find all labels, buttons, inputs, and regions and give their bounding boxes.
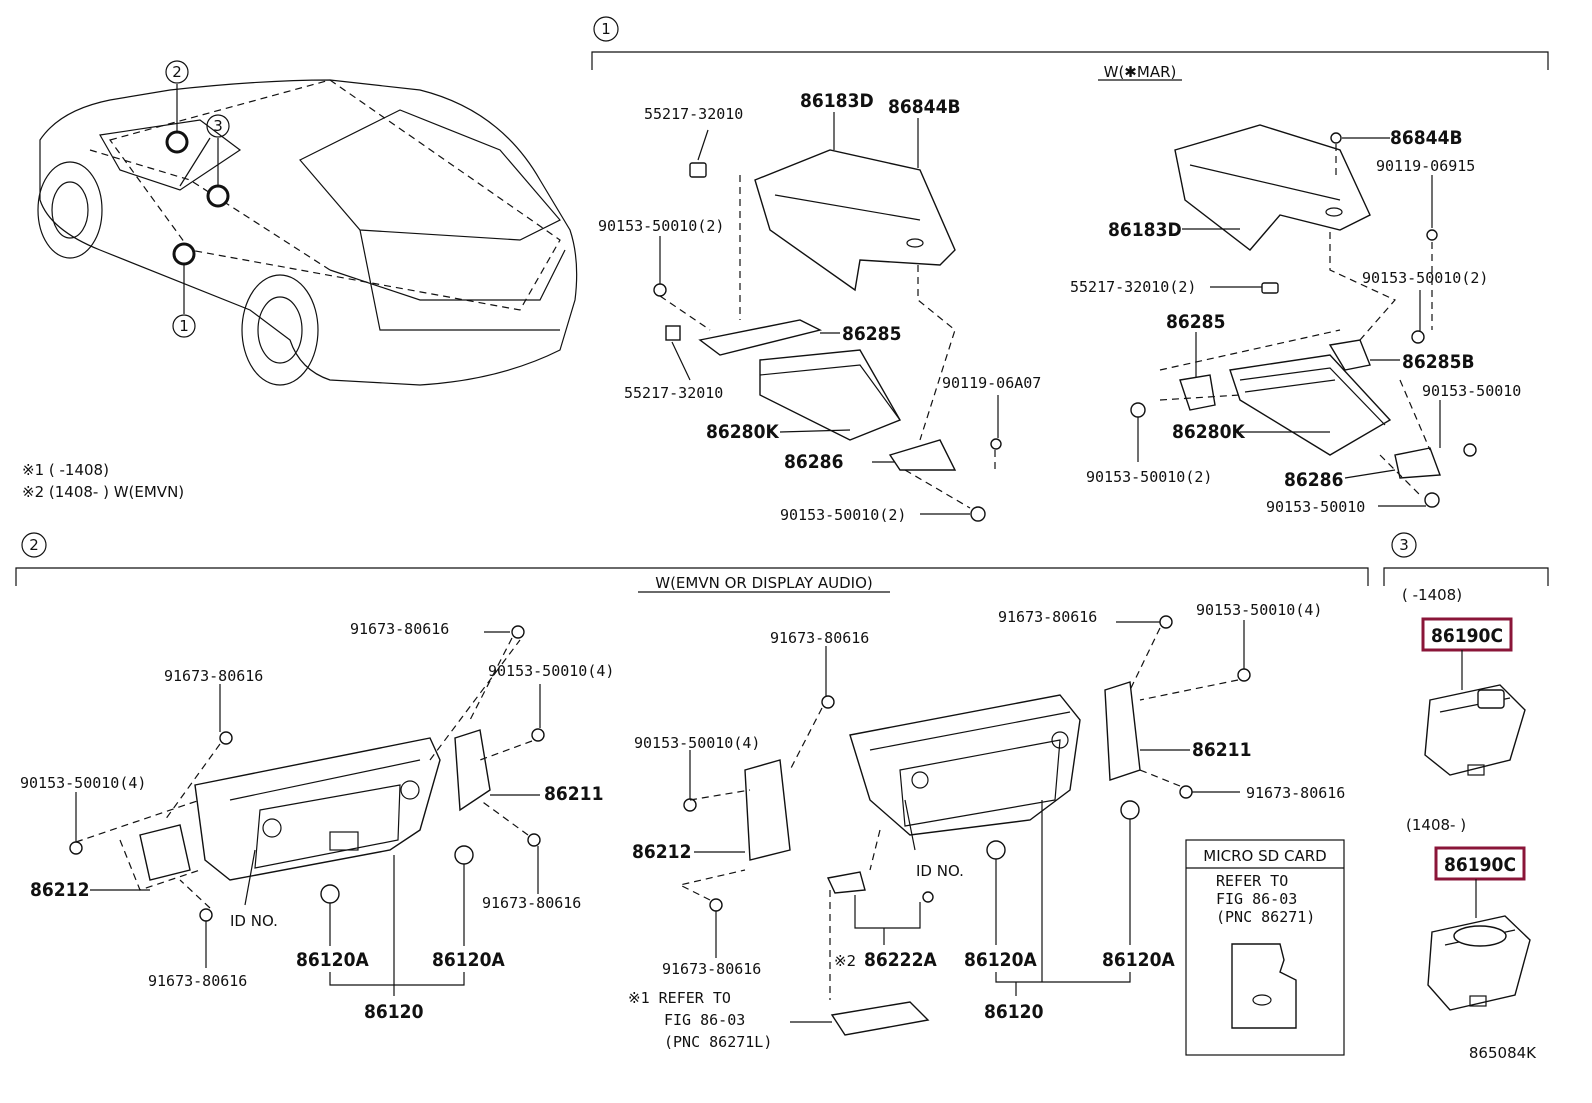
label-90153-50010-2-b: 90153-50010(2) [780, 506, 906, 524]
label-90153-50010-4-l1: 90153-50010(4) [488, 662, 614, 680]
label-86120-m: 86120 [984, 1001, 1044, 1023]
section-1-header: 1 W(✱MAR) [591, 16, 1549, 81]
label-86183d-a: 86183D [800, 90, 874, 112]
section-3-part-1-box: 86190C [1421, 617, 1513, 652]
section-3-part-1 [1424, 650, 1526, 776]
refer-note-line-3: (PNC 86271L) [664, 1033, 772, 1051]
section-3-range-1: ( -1408) [1402, 586, 1462, 604]
overview-marker-1: 1 [172, 314, 196, 338]
micro-sd-line-2: FIG 86-03 [1216, 890, 1297, 908]
svg-text:1: 1 [601, 20, 611, 38]
label-90153-50010-2-d: 90153-50010(2) [1086, 468, 1212, 486]
section-1-condition: W(✱MAR) [1104, 63, 1177, 81]
label-90153-50010-4-m2: 90153-50010(4) [1196, 601, 1322, 619]
label-90153-50010-4-l2: 90153-50010(4) [20, 774, 146, 792]
label-86120-l: 86120 [364, 1001, 424, 1023]
section-2-left-unit [69, 625, 545, 996]
label-90119-06915: 90119-06915 [1376, 157, 1475, 175]
overview-marker-2: 2 [165, 60, 189, 84]
label-86120a-m1: 86120A [964, 949, 1037, 971]
label-91673-80616-m4: 91673-80616 [662, 960, 761, 978]
label-91673-80616-l1: 91673-80616 [350, 620, 449, 638]
label-86280k-b: 86280K [1172, 421, 1245, 443]
label-id-no-m: ID NO. [916, 862, 964, 880]
note-2: ※2 (1408- ) W(EMVN) [22, 483, 184, 501]
label-86285b: 86285B [1402, 351, 1475, 373]
label-86285-a: 86285 [842, 323, 901, 345]
label-86222a: 86222A [864, 949, 937, 971]
micro-sd-title: MICRO SD CARD [1203, 847, 1326, 865]
car-overview [37, 79, 578, 386]
label-91673-80616-l3: 91673-80616 [482, 894, 581, 912]
svg-text:2: 2 [29, 536, 39, 554]
label-86211-l: 86211 [544, 783, 603, 805]
label-55217-32010-2: 55217-32010(2) [1070, 278, 1196, 296]
label-86120a-m2: 86120A [1102, 949, 1175, 971]
section-1-left-group [653, 112, 1002, 522]
section-2-condition: W(EMVN OR DISPLAY AUDIO) [655, 574, 873, 592]
label-86183d-b: 86183D [1108, 219, 1182, 241]
label-91673-80616-l2: 91673-80616 [164, 667, 263, 685]
label-90153-50010-a: 90153-50010 [1422, 382, 1521, 400]
svg-text:2: 2 [172, 63, 182, 81]
label-note-2-mark: ※2 [834, 952, 856, 970]
figure-id: 865084K [1469, 1044, 1537, 1062]
label-91673-80616-m2: 91673-80616 [998, 608, 1097, 626]
label-86286-b: 86286 [1284, 469, 1343, 491]
micro-sd-card-box: MICRO SD CARD REFER TO FIG 86-03 (PNC 86… [1185, 839, 1345, 1056]
label-90153-50010-4-m1: 90153-50010(4) [634, 734, 760, 752]
refer-note-line-1: ※1 REFER TO [628, 989, 731, 1007]
label-86285-b: 86285 [1166, 311, 1225, 333]
label-91673-80616-m1: 91673-80616 [770, 629, 869, 647]
label-91673-80616-l4: 91673-80616 [148, 972, 247, 990]
card-logo-icon [1252, 994, 1272, 1006]
label-90153-50010-b: 90153-50010 [1266, 498, 1365, 516]
label-86212-m: 86212 [632, 841, 691, 863]
label-86280k-a: 86280K [706, 421, 779, 443]
svg-text:3: 3 [213, 117, 223, 135]
label-86120a-l1: 86120A [296, 949, 369, 971]
label-86844b-b: 86844B [1390, 127, 1463, 149]
label-90153-50010-2-a: 90153-50010(2) [598, 217, 724, 235]
label-55217-32010-a: 55217-32010 [644, 105, 743, 123]
refer-note-line-2: FIG 86-03 [664, 1011, 745, 1029]
section-3-part-2-box: 86190C [1434, 846, 1526, 881]
section-2-header: 2 W(EMVN OR DISPLAY AUDIO) [15, 532, 1369, 593]
label-86211-m: 86211 [1192, 739, 1251, 761]
section-3-header: 3 [1383, 532, 1549, 586]
svg-text:3: 3 [1399, 536, 1409, 554]
label-id-no-l: ID NO. [230, 912, 278, 930]
label-90119-06a07: 90119-06A07 [942, 374, 1041, 392]
svg-text:1: 1 [179, 317, 189, 335]
overview-marker-3: 3 [206, 114, 230, 138]
label-91673-80616-m3: 91673-80616 [1246, 784, 1345, 802]
label-90153-50010-2-c: 90153-50010(2) [1362, 269, 1488, 287]
label-86844b-a: 86844B [888, 96, 961, 118]
label-86190c-1: 86190C [1431, 625, 1503, 647]
label-86190c-2: 86190C [1444, 854, 1516, 876]
section-1-right-group [1130, 124, 1477, 508]
note-1: ※1 ( -1408) [22, 461, 109, 479]
section-2-mid-unit [678, 615, 1251, 1036]
section-3-part-2 [1427, 879, 1531, 1011]
label-86212-l: 86212 [30, 879, 89, 901]
micro-sd-line-3: (PNC 86271) [1216, 908, 1315, 926]
section-3-range-2: (1408- ) [1406, 816, 1466, 834]
micro-sd-line-1: REFER TO [1216, 872, 1288, 890]
label-86120a-l2: 86120A [432, 949, 505, 971]
label-86286-a: 86286 [784, 451, 843, 473]
label-55217-32010-b: 55217-32010 [624, 384, 723, 402]
